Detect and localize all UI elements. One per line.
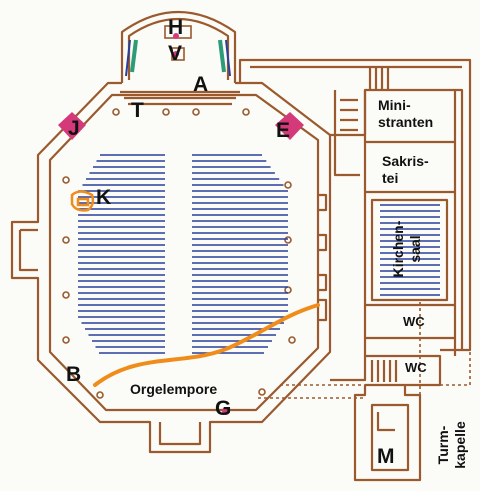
column (62, 236, 70, 244)
apse-window-left-frame (125, 39, 131, 77)
column (96, 391, 104, 399)
column (162, 108, 170, 116)
column (62, 176, 70, 184)
column (284, 286, 292, 294)
k-marker (70, 190, 95, 212)
label-sacristy: Sakris- tei (382, 153, 429, 186)
label-altar-servers-room: Mini- stranten (378, 97, 434, 130)
dashed-outlines (258, 300, 471, 399)
label-h: H (168, 16, 184, 39)
g-dot (222, 407, 230, 415)
label-wc-lower: WC (405, 360, 427, 375)
label-organ-gallery: Orgelempore (130, 381, 218, 397)
column (192, 108, 200, 116)
column (284, 236, 292, 244)
ambo-box (171, 47, 185, 61)
column (112, 108, 120, 116)
column (62, 291, 70, 299)
seating-rows (78, 154, 288, 354)
label-tower-chapel: Turm- kapelle (435, 421, 468, 469)
hall-seating-rows (380, 204, 440, 296)
label-e: E (276, 119, 291, 142)
column (288, 336, 296, 344)
label-j: J (68, 117, 80, 140)
label-k: K (96, 186, 112, 209)
label-v: V (168, 42, 183, 65)
v-dot (173, 51, 179, 57)
column (62, 336, 70, 344)
j-marker (58, 112, 86, 140)
column (242, 108, 250, 116)
apse-window-left (130, 39, 138, 73)
label-t: T (131, 99, 144, 122)
apse-window-right (218, 39, 226, 73)
e-marker (275, 112, 304, 140)
label-m: M (377, 445, 395, 468)
h-dot (173, 33, 179, 39)
apse-window-right-frame (225, 39, 231, 77)
label-a: A (193, 73, 209, 96)
column (284, 181, 292, 189)
label-church-hall: Kirchen- saal (390, 220, 423, 278)
column (258, 388, 266, 396)
walls (10, 10, 472, 482)
gallery-edge-line (93, 303, 320, 387)
label-g: G (215, 397, 232, 420)
label-wc-upper: WC (403, 314, 425, 329)
label-b: B (66, 363, 82, 386)
columns (62, 108, 296, 399)
